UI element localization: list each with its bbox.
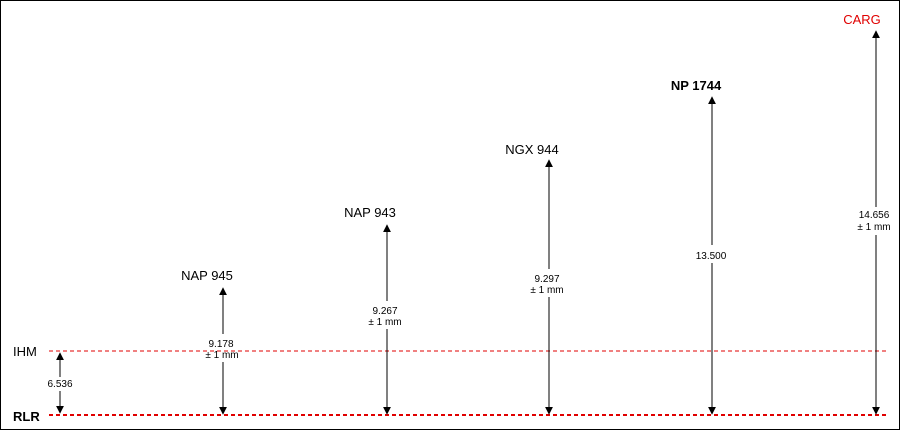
measurement-tolerance: ± 1 mm (530, 285, 563, 296)
measurement-tolerance: ± 1 mm (368, 317, 401, 328)
measurement-tolerance: ± 1 mm (857, 222, 890, 233)
measurement-label: NAP 943 (344, 205, 396, 220)
measurement-value: 9.267 (372, 306, 397, 317)
measurement-nap-945: NAP 945 9.178 ± 1 mm (181, 268, 239, 415)
measurement-tolerance: ± 1 mm (205, 350, 238, 361)
measurement-value: 9.178 (208, 339, 233, 350)
rlr-label: RLR (13, 409, 40, 424)
measurement-label: NP 1744 (671, 78, 722, 93)
measurement-nap-943: NAP 943 9.267 ± 1 mm (344, 205, 402, 415)
measurement-label: NAP 945 (181, 268, 233, 283)
ihm-label: IHM (13, 344, 37, 359)
measurement-np-1744: NP 1744 13.500 (671, 78, 727, 415)
measurement-value: 9.297 (534, 274, 559, 285)
measurement-value: 13.500 (696, 251, 727, 262)
measurement-carg: CARG 14.656 ± 1 mm (843, 12, 891, 415)
measurement-value: 14.656 (859, 210, 890, 221)
ihm-offset-value: 6.536 (47, 379, 72, 390)
measurement-label: NGX 944 (505, 142, 558, 157)
measurement-label-red: CARG (843, 12, 881, 27)
measurement-ngx-944: NGX 944 9.297 ± 1 mm (505, 142, 564, 415)
